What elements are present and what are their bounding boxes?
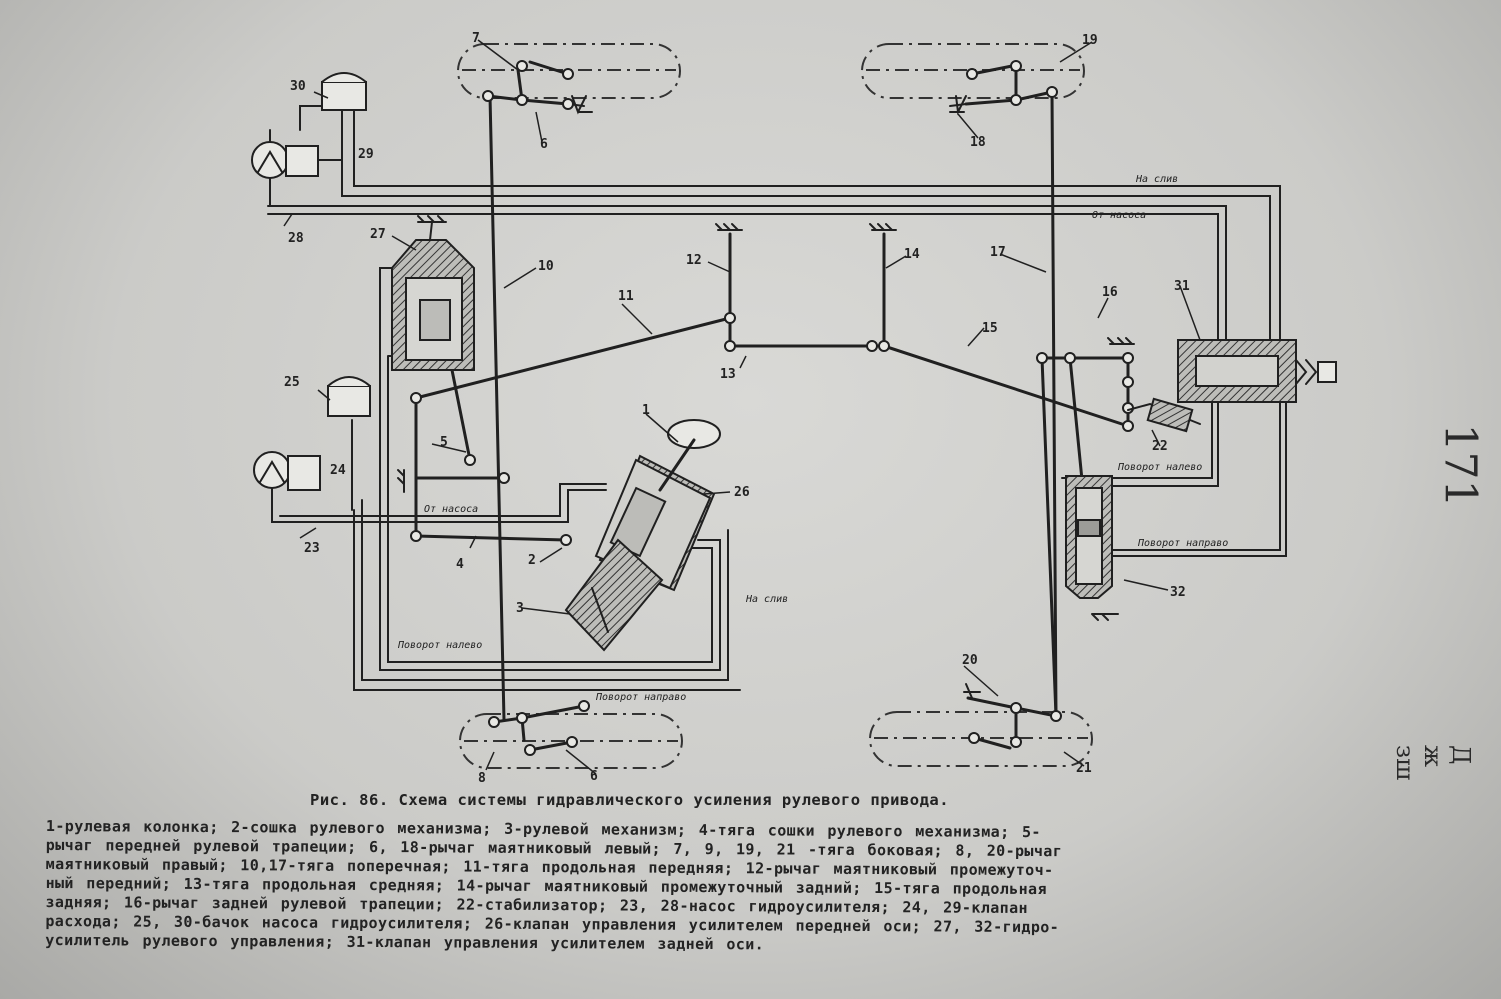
leader-lines [283,39,1201,775]
label-31: 31 [1174,279,1190,294]
label-20: 20 [962,653,978,668]
stabilizer-22 [1127,397,1201,433]
label-6-bottom: 6 [590,769,598,784]
label-27: 27 [370,227,386,242]
label-povorot-nalevo: Поворот налево [397,640,482,651]
label-24: 24 [330,463,346,478]
pump-23 [253,451,291,489]
label-29: 29 [358,147,374,162]
label-15: 15 [982,321,998,336]
label-5: 5 [440,435,448,450]
label-18: 18 [970,135,986,150]
margin-note: Д ж зш [1391,745,1475,781]
reservoir-25 [327,376,371,417]
hydraulic-lines [267,105,1287,691]
cylinder-27 [391,221,475,371]
valve-29 [285,145,343,177]
pump-28 [251,141,289,179]
label-26: 26 [734,485,750,500]
label-28: 28 [288,231,304,246]
label-14: 14 [904,247,920,262]
label-30: 30 [290,79,306,94]
linkage-joints [410,60,1134,756]
label-32: 32 [1170,585,1186,600]
label-13: 13 [720,367,736,382]
label-1: 1 [642,403,650,418]
label-12: 12 [686,253,702,268]
label-23: 23 [304,541,320,556]
label-6-top: 6 [540,137,548,152]
label-na-sliv-top: На слив [1135,174,1178,185]
figure-caption: Рис. 86. Схема системы гидравлического у… [310,791,950,809]
steering-linkage [414,60,1130,752]
label-22: 22 [1152,439,1168,454]
steering-gear-3 [564,454,716,652]
label-ot-nasosa-left: От насоса [424,504,478,515]
part-numbers: 7 19 6 18 30 29 28 27 10 11 12 14 17 15 … [284,31,1190,786]
hydraulic-steering-diagram: 7 19 6 18 30 29 28 27 10 11 12 14 17 15 … [251,31,1337,786]
valve-31 [1177,339,1337,403]
label-7: 7 [472,31,480,46]
label-ot-nasosa-top: От насоса [1092,210,1146,221]
label-10: 10 [538,259,554,274]
label-8: 8 [478,771,486,786]
label-17: 17 [990,245,1006,260]
label-19: 19 [1082,33,1098,48]
label-25: 25 [284,375,300,390]
label-3: 3 [516,601,524,616]
label-16: 16 [1102,285,1118,300]
page-number: 171 [1434,423,1486,508]
label-2: 2 [528,553,536,568]
line-annotations: На слив От насоса От насоса На слив Пово… [397,174,1228,703]
label-11: 11 [618,289,634,304]
label-21: 21 [1076,761,1092,776]
label-4: 4 [456,557,464,572]
cylinder-32 [1065,475,1113,599]
label-na-sliv-mid: На слив [745,594,788,605]
figure-legend: 1-рулевая колонка; 2-сошка рулевого меха… [45,817,1466,959]
reservoir-30 [321,72,367,111]
rear-right-wheel [869,711,1093,767]
label-povorot-nalevo-right: Поворот налево [1117,462,1202,473]
valve-24 [287,455,321,491]
label-povorot-napravo-right: Поворот направо [1137,538,1228,549]
label-povorot-napravo: Поворот направо [595,692,686,703]
